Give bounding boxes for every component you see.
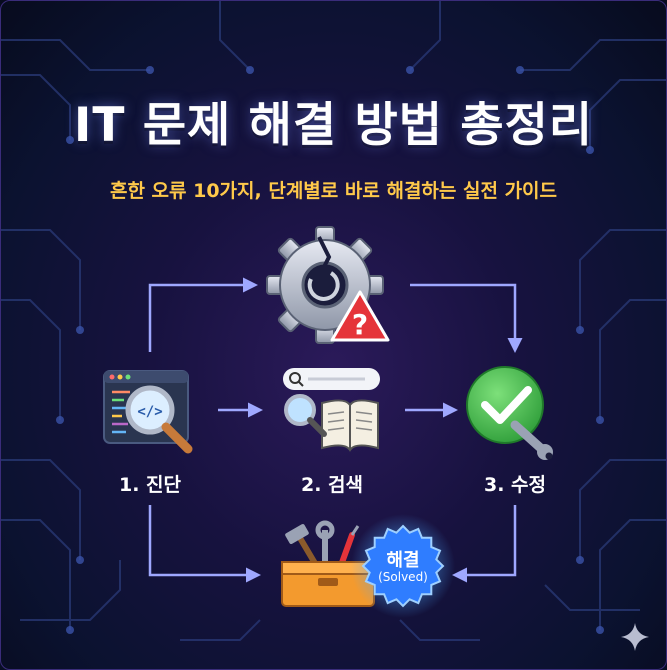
page-title: IT 문제 해결 방법 총정리 (73, 98, 594, 153)
broken-gear-warning-icon: ? (266, 226, 390, 344)
step-label-fix: 3. 수정 (483, 474, 546, 496)
arrow-problem-to-fix (410, 283, 523, 353)
step-label-diagnose: 1. 진단 (118, 474, 181, 496)
page-subtitle: 흔한 오류 10가지, 단계별로 바로 해결하는 실전 가이드 (109, 180, 558, 202)
arrow-fix-to-solved (452, 505, 517, 583)
solved-badge (351, 514, 455, 618)
search-book-icon (283, 368, 380, 452)
arrow-diagnose-to-solved (148, 505, 261, 583)
step-label-search: 2. 검색 (300, 474, 363, 496)
code-magnifier-icon: </> (103, 370, 193, 454)
check-wrench-icon (466, 366, 553, 460)
arrow-diagnose-to-problem (148, 277, 258, 352)
flow-arrows (148, 277, 523, 583)
sparkle-icon (621, 623, 649, 651)
toolbox-icon (281, 520, 375, 607)
svg-text:?: ? (352, 308, 368, 341)
svg-text:</>: </> (137, 404, 162, 420)
solved-label: 해결 (386, 550, 420, 571)
solved-sublabel: (Solved) (378, 570, 428, 584)
